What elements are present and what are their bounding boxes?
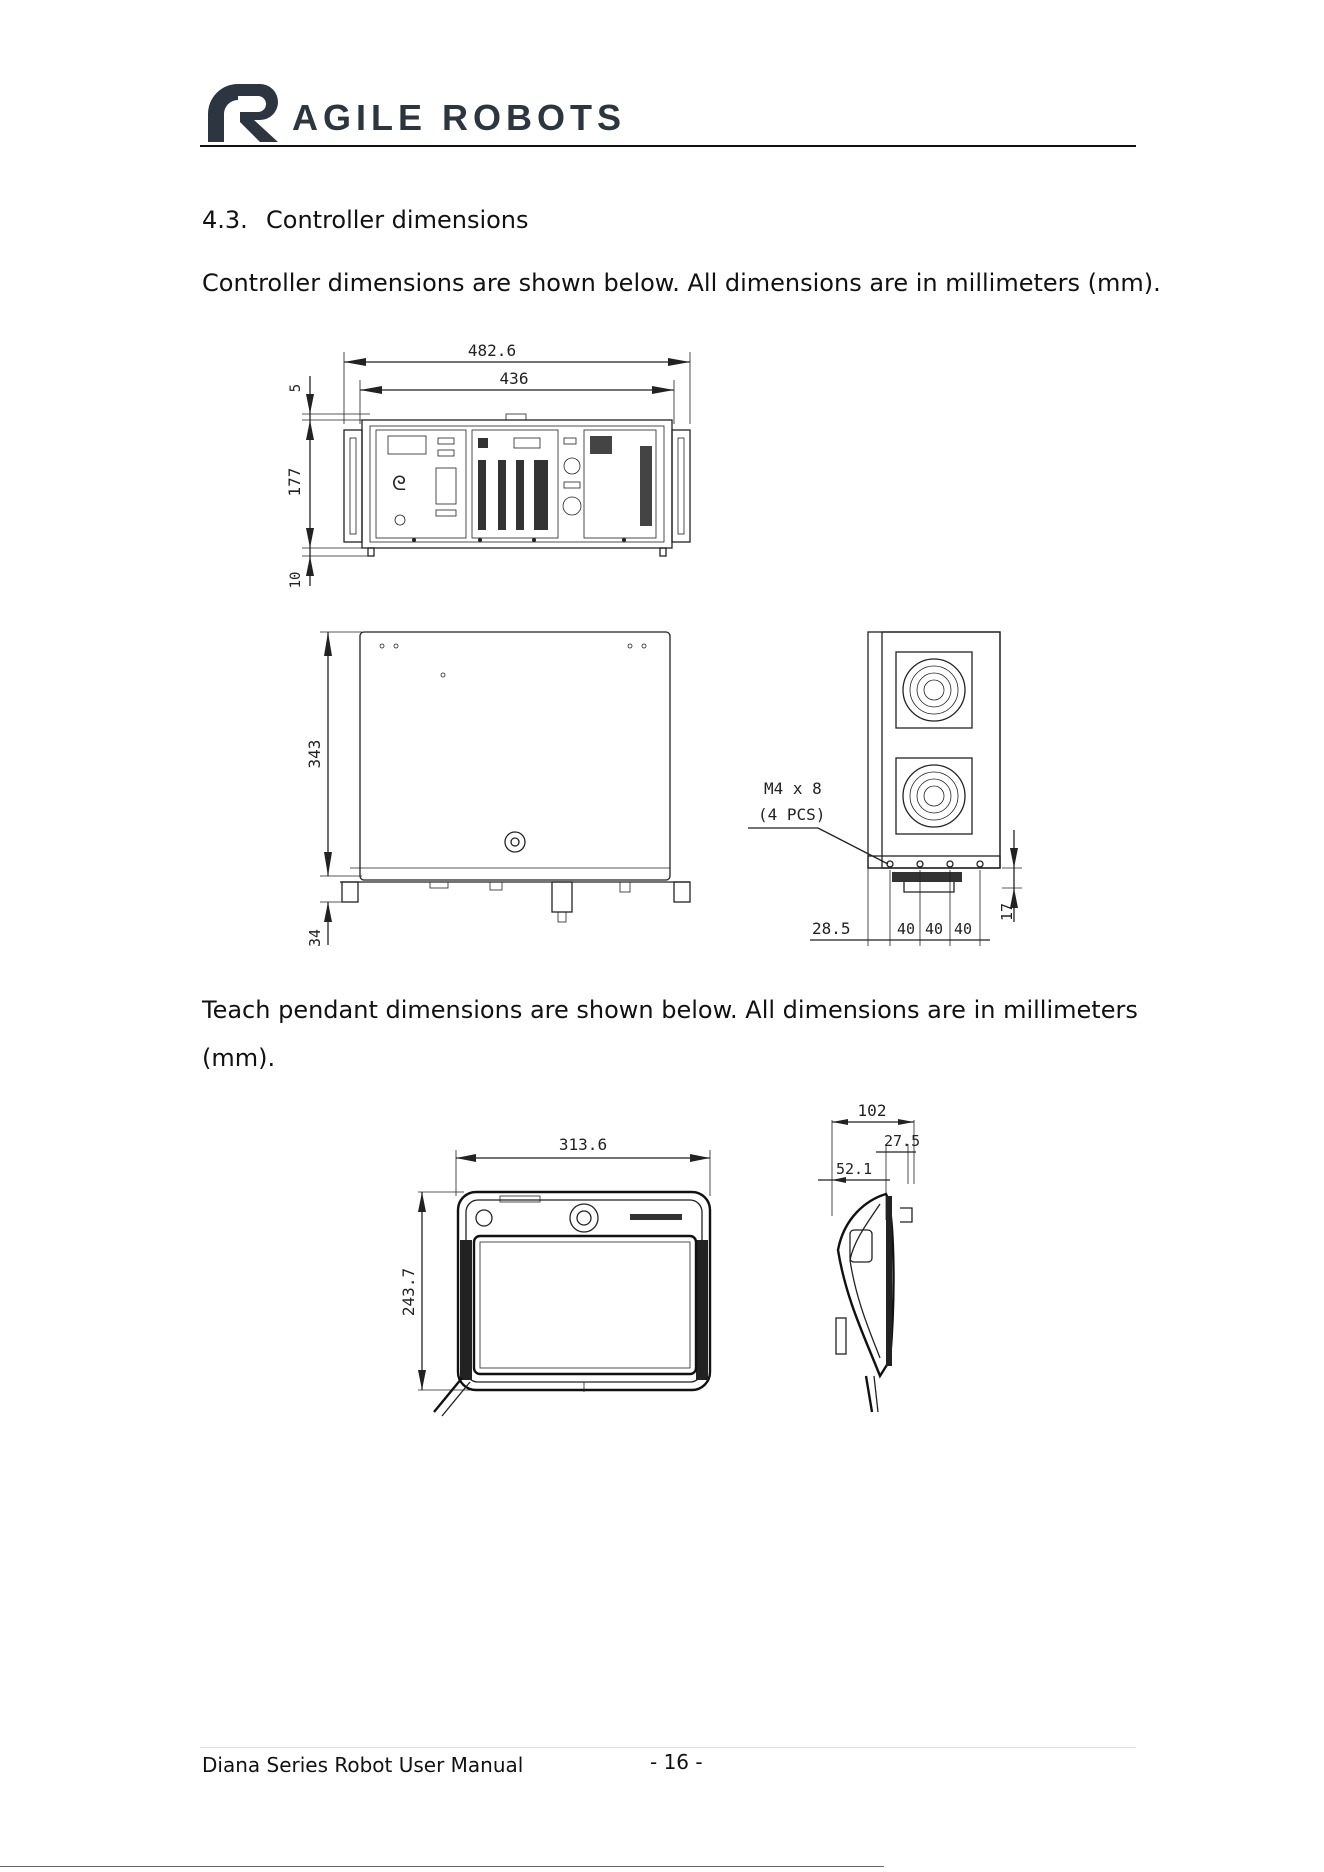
pendant-height-label: 243.7 [399,1268,418,1316]
controller-dimensions-text: Controller dimensions are shown below. A… [202,269,1161,297]
rear-offset-label: 28.5 [812,919,851,938]
controller-rear-view-drawing: M4 x 8 (4 PCS) 28.5 40 40 40 17 [748,631,1022,946]
agile-robots-logo-icon [202,78,282,144]
front-width-body-label: 436 [500,369,529,388]
rear-foot-height-label: 17 [998,903,1016,921]
front-feet-label: 10 [288,572,304,589]
front-height-label: 177 [285,468,304,497]
controller-side-view-drawing: 343 34 [305,631,691,947]
svg-text:ᘓ: ᘓ [392,471,406,495]
footer-manual-title: Diana Series Robot User Manual [202,1753,524,1777]
section-heading: 4.3. Controller dimensions [202,206,529,234]
footer-page-number: - 16 - [650,1750,703,1774]
pendant-dimensions-text: Teach pendant dimensions are shown below… [202,996,1138,1072]
section-number: 4.3. [202,206,248,234]
pendant-width-label: 313.6 [559,1135,607,1154]
pendant-depth-2-label: 52.1 [836,1160,872,1178]
section-title: Controller dimensions [266,206,529,234]
pendant-side-view-drawing: 102 27.5 52.1 [818,1101,920,1413]
header-divider [200,145,1136,147]
rear-spacing-1-label: 40 [897,920,915,938]
rear-spacing-3-label: 40 [954,920,972,938]
brand-name: AGILE ROBOTS [292,97,627,138]
footer-divider [200,1747,1136,1748]
bottom-edge-line [0,1866,884,1867]
rear-screw-spec-label: M4 x 8 [764,779,822,798]
side-depth-label: 343 [305,740,324,769]
rear-spacing-2-label: 40 [925,920,943,938]
pendant-front-view-drawing: 313.6 243.7 [399,1135,712,1417]
controller-front-view-drawing: 482.6 436 5 177 10 ᘓ [285,341,691,589]
side-feet-label: 34 [306,929,324,947]
front-width-overall-label: 482.6 [468,341,516,360]
pendant-depth-overall-label: 102 [858,1101,887,1120]
pendant-depth-1-label: 27.5 [884,1132,920,1150]
rear-screw-count-label: (4 PCS) [758,805,825,824]
front-top-gap-label: 5 [288,384,304,392]
